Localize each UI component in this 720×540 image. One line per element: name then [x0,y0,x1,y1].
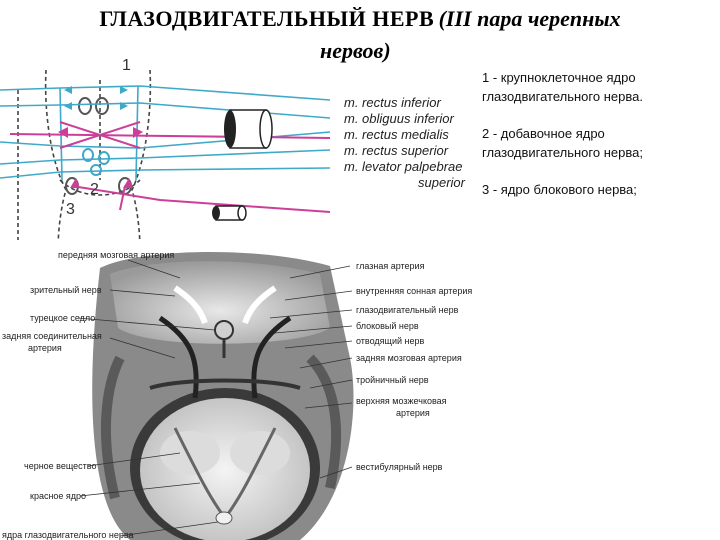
label-oculomotor-nerve: глазодвигательный нерв [356,305,459,315]
anatomy-illustration: передняя мозговая артерия зрительный нер… [0,238,480,540]
nucleus-label-1: 1 [122,57,131,74]
label-internal-carotid: внутренняя сонная артерия [356,286,472,296]
label-oculomotor-nuclei: ядра глазодвигательного нерва [2,530,134,540]
label-posterior-communicating: задняя соединительная [2,331,102,341]
anatomy-drawing [92,252,353,540]
label-substantia-nigra: черное вещество [24,461,96,471]
ganglion-cylinder [224,110,272,148]
label-superior-cerebellar: верхняя мозжечковая [356,396,447,406]
legend-item-3: 3 - ядро блокового нерва; [482,180,712,199]
label-red-nucleus: красное ядро [30,491,86,501]
nerve-schematic: 1 2 3 m. rectus inferior m. obliguus inf… [0,50,480,240]
muscle-label-levator-palpebrae: m. levator palpebrae [344,159,463,174]
label-posterior-communicating-artery: артерия [28,343,62,353]
label-abducens-nerve: отводящий нерв [356,336,424,346]
brainstem-outline [18,70,150,240]
trochlear-cylinder [212,206,246,220]
label-sella-turcica: турецкое седло [30,313,95,323]
label-trochlear-nerve: блоковый нерв [356,321,419,331]
title-sub: (III пара черепных [439,6,621,31]
muscle-label-rectus-superior: m. rectus superior [344,143,449,158]
page-title: ГЛАЗОДВИГАТЕЛЬНЫЙ НЕРВ (III пара черепны… [0,6,720,32]
label-anterior-cerebral-artery: передняя мозговая артерия [58,250,174,260]
nucleus-label-2: 2 [90,181,99,198]
muscle-label-rectus-medialis: m. rectus medialis [344,127,449,142]
label-trigeminal-nerve: тройничный нерв [356,375,429,385]
legend-item-2: 2 - добавочное ядро глазодвигательного н… [482,124,712,162]
muscle-label-rectus-inferior: m. rectus inferior [344,95,441,110]
label-posterior-cerebral-artery: задняя мозговая артерия [356,353,462,363]
muscle-label-superior: superior [418,175,466,190]
legend: 1 - крупноклеточное ядро глазодвигательн… [482,68,712,217]
label-superior-cerebellar-artery: артерия [396,408,430,418]
label-optic-nerve: зрительный нерв [30,285,102,295]
muscle-labels: m. rectus inferior m. obliguus inferior … [344,95,466,190]
nucleus-label-3: 3 [66,201,75,218]
label-ophthalmic-artery: глазная артерия [356,261,425,271]
legend-item-1: 1 - крупноклеточное ядро глазодвигательн… [482,68,712,106]
muscle-label-obliguus-inferior: m. obliguus inferior [344,111,454,126]
label-vestibular-nerve: вестибулярный нерв [356,462,443,472]
title-main: ГЛАЗОДВИГАТЕЛЬНЫЙ НЕРВ [99,6,434,31]
